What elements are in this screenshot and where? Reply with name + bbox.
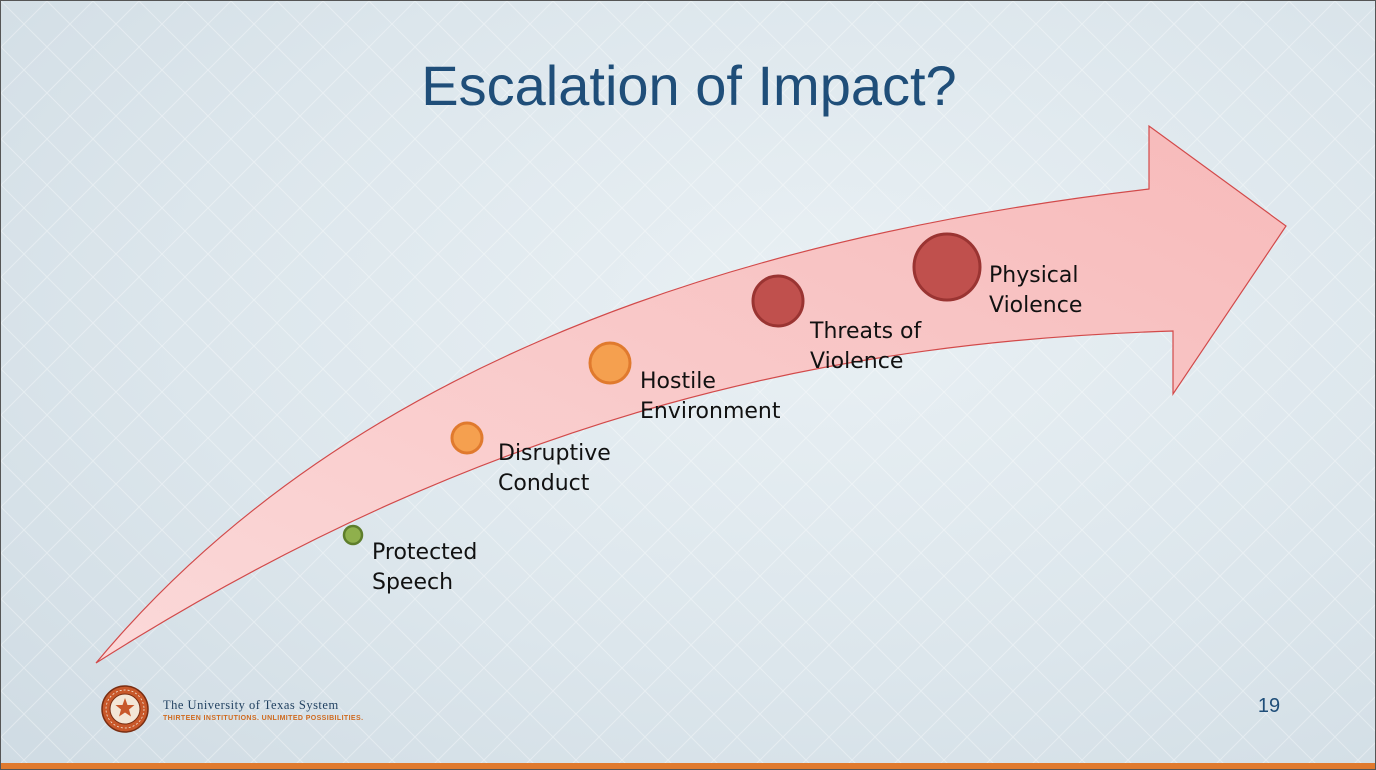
bottom-accent-bar: [1, 763, 1375, 769]
university-seal-icon: [101, 685, 149, 733]
stage-dot-protected-speech: [342, 524, 364, 546]
stage-dot-hostile-environment: [588, 341, 632, 385]
stage-dot-disruptive-conduct: [450, 421, 484, 455]
university-name: The University of Texas System: [163, 698, 339, 712]
university-tagline: THIRTEEN INSTITUTIONS. UNLIMITED POSSIBI…: [163, 715, 364, 722]
slide-title: Escalation of Impact?: [421, 54, 957, 117]
footer-branding: The University of Texas System THIRTEEN …: [163, 698, 363, 722]
stage-label-threats-of-violence: Threats of Violence: [810, 319, 922, 374]
stage-dot-threats-of-violence: [751, 274, 805, 328]
stage-label-disruptive-conduct: Disruptive Conduct: [498, 441, 611, 496]
stage-dot-physical-violence: [912, 232, 982, 302]
stage-label-hostile-environment: Hostile Environment: [640, 369, 781, 424]
page-number: 19: [1257, 695, 1281, 717]
stage-label-physical-violence: Physical Violence: [989, 263, 1083, 318]
stage-label-protected-speech: Protected Speech: [372, 540, 478, 595]
escalation-arrow: [95, 124, 1287, 664]
